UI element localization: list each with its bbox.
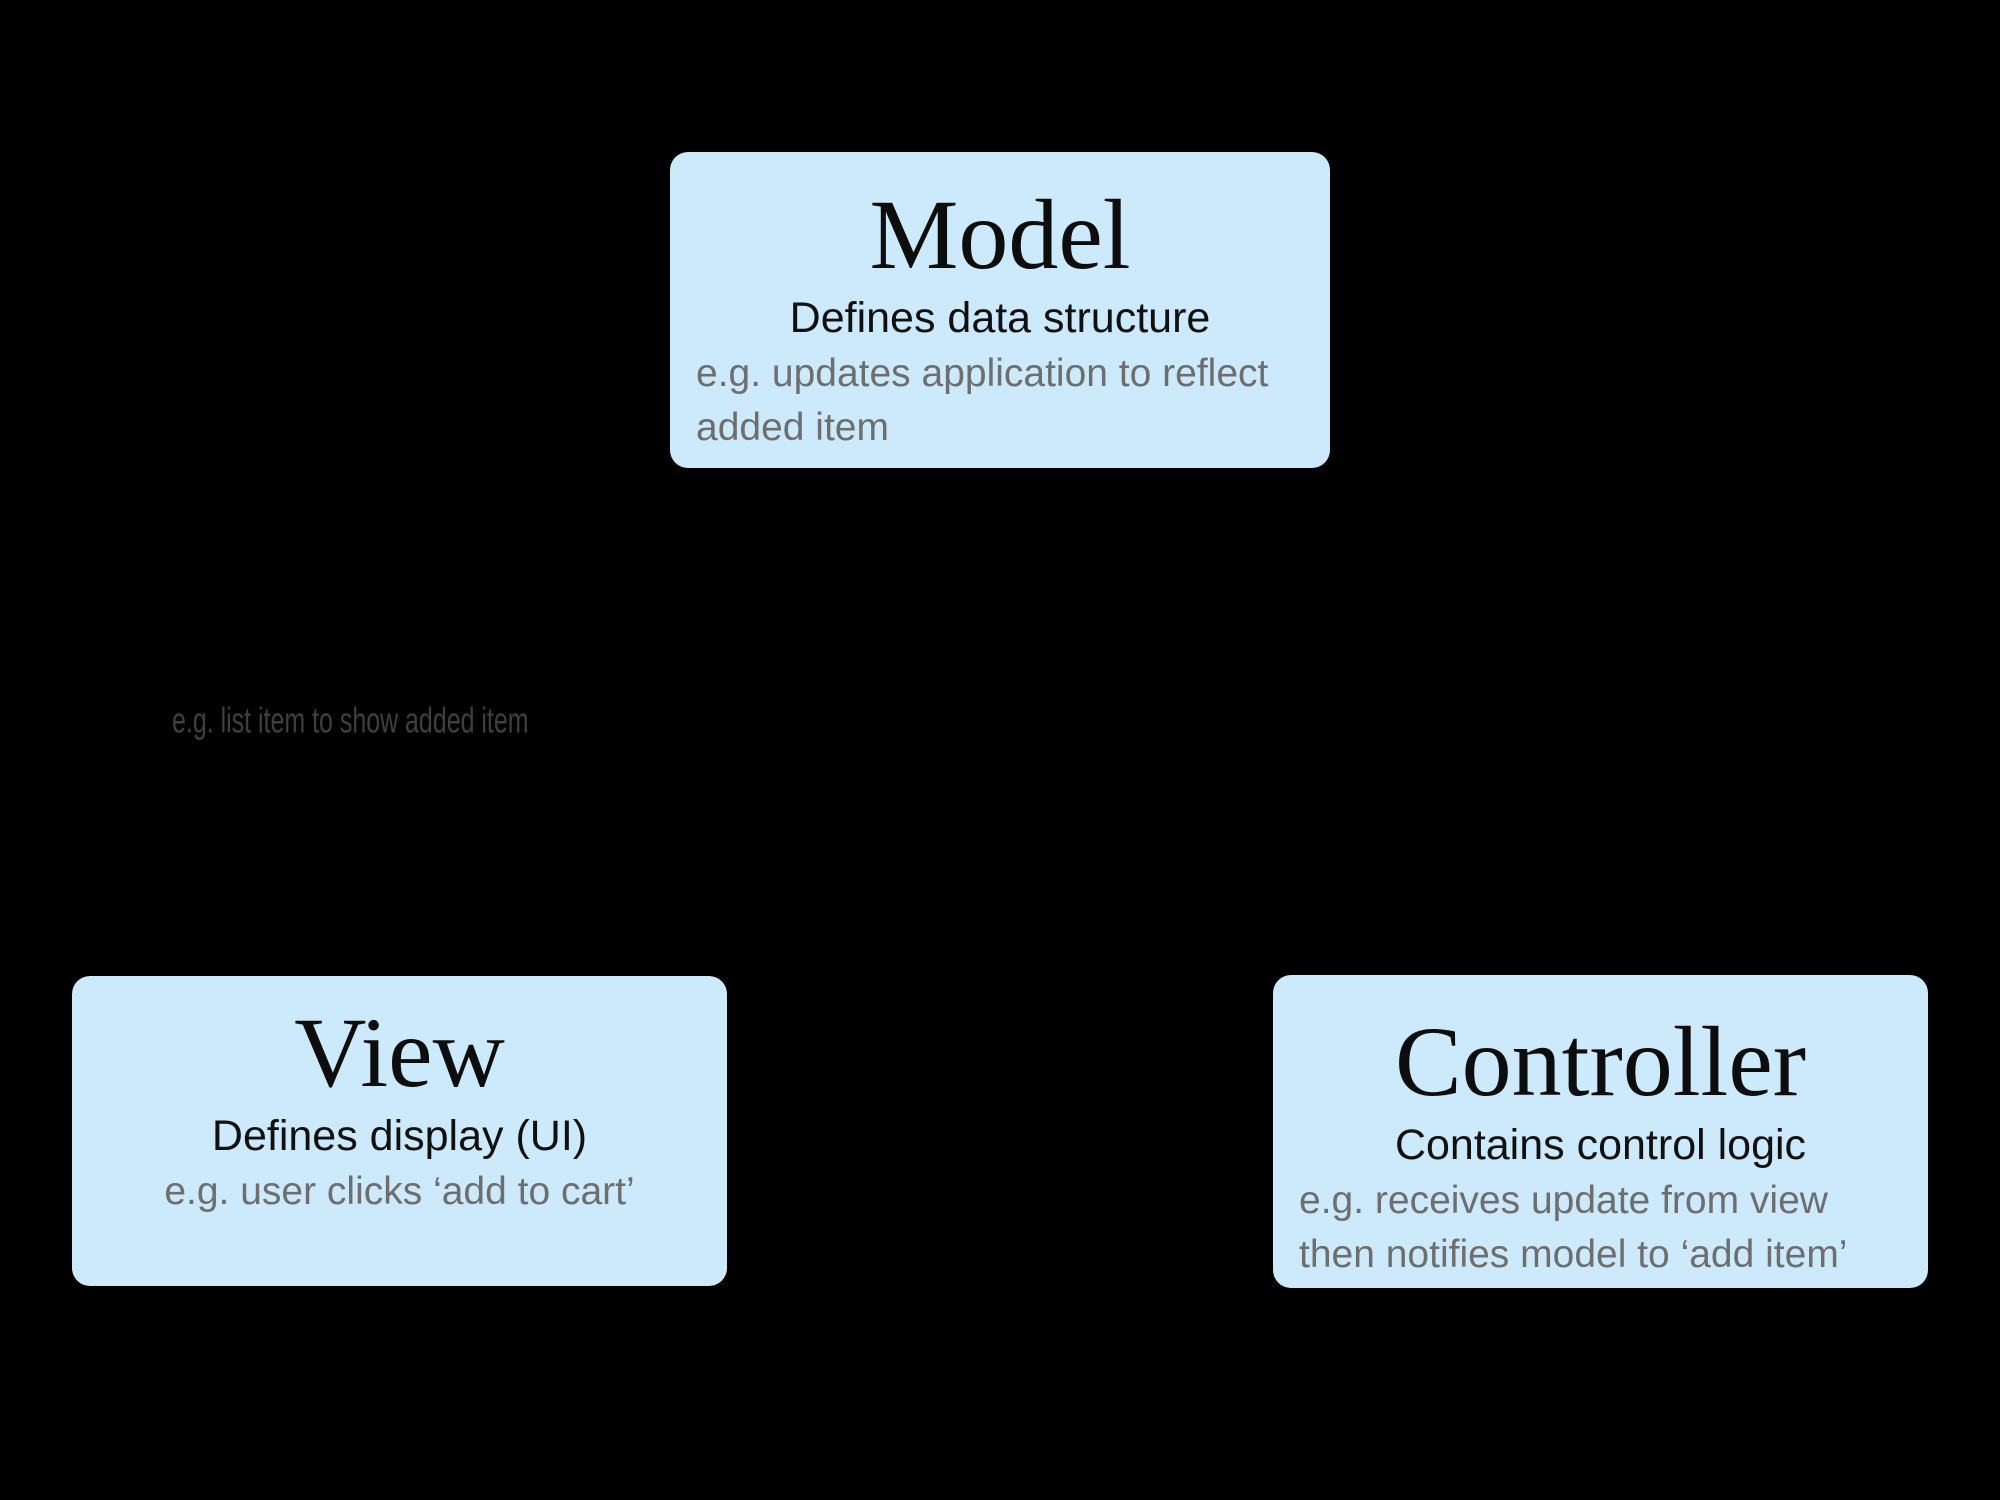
model-title: Model (869, 179, 1131, 290)
model-box: Model Defines data structure e.g. update… (670, 152, 1330, 468)
controller-example-line2: then notifies model to ‘add item’ (1299, 1232, 1848, 1276)
controller-example-line1: e.g. receives update from view (1299, 1179, 1828, 1222)
view-box: View Defines display (UI) e.g. user clic… (72, 976, 727, 1286)
controller-subtitle: Contains control logic (1394, 1121, 1807, 1169)
controller-title: Controller (1394, 1006, 1807, 1117)
model-example: e.g. updates application to reflect adde… (670, 347, 1330, 455)
view-title: View (294, 997, 505, 1108)
model-example-line2: added item (696, 405, 889, 449)
view-example: e.g. user clicks ‘add to cart’ (164, 1165, 634, 1219)
controller-example: e.g. receives update from view then noti… (1273, 1174, 1928, 1282)
model-example-line1: e.g. updates application to reflect (696, 352, 1269, 395)
model-to-view-note: e.g. list item to show added item (172, 700, 529, 741)
model-subtitle: Defines data structure (789, 294, 1211, 342)
controller-box: Controller Contains control logic e.g. r… (1273, 975, 1928, 1288)
view-subtitle: Defines display (UI) (211, 1112, 588, 1160)
view-example-line1: e.g. user clicks ‘add to cart’ (164, 1170, 635, 1213)
